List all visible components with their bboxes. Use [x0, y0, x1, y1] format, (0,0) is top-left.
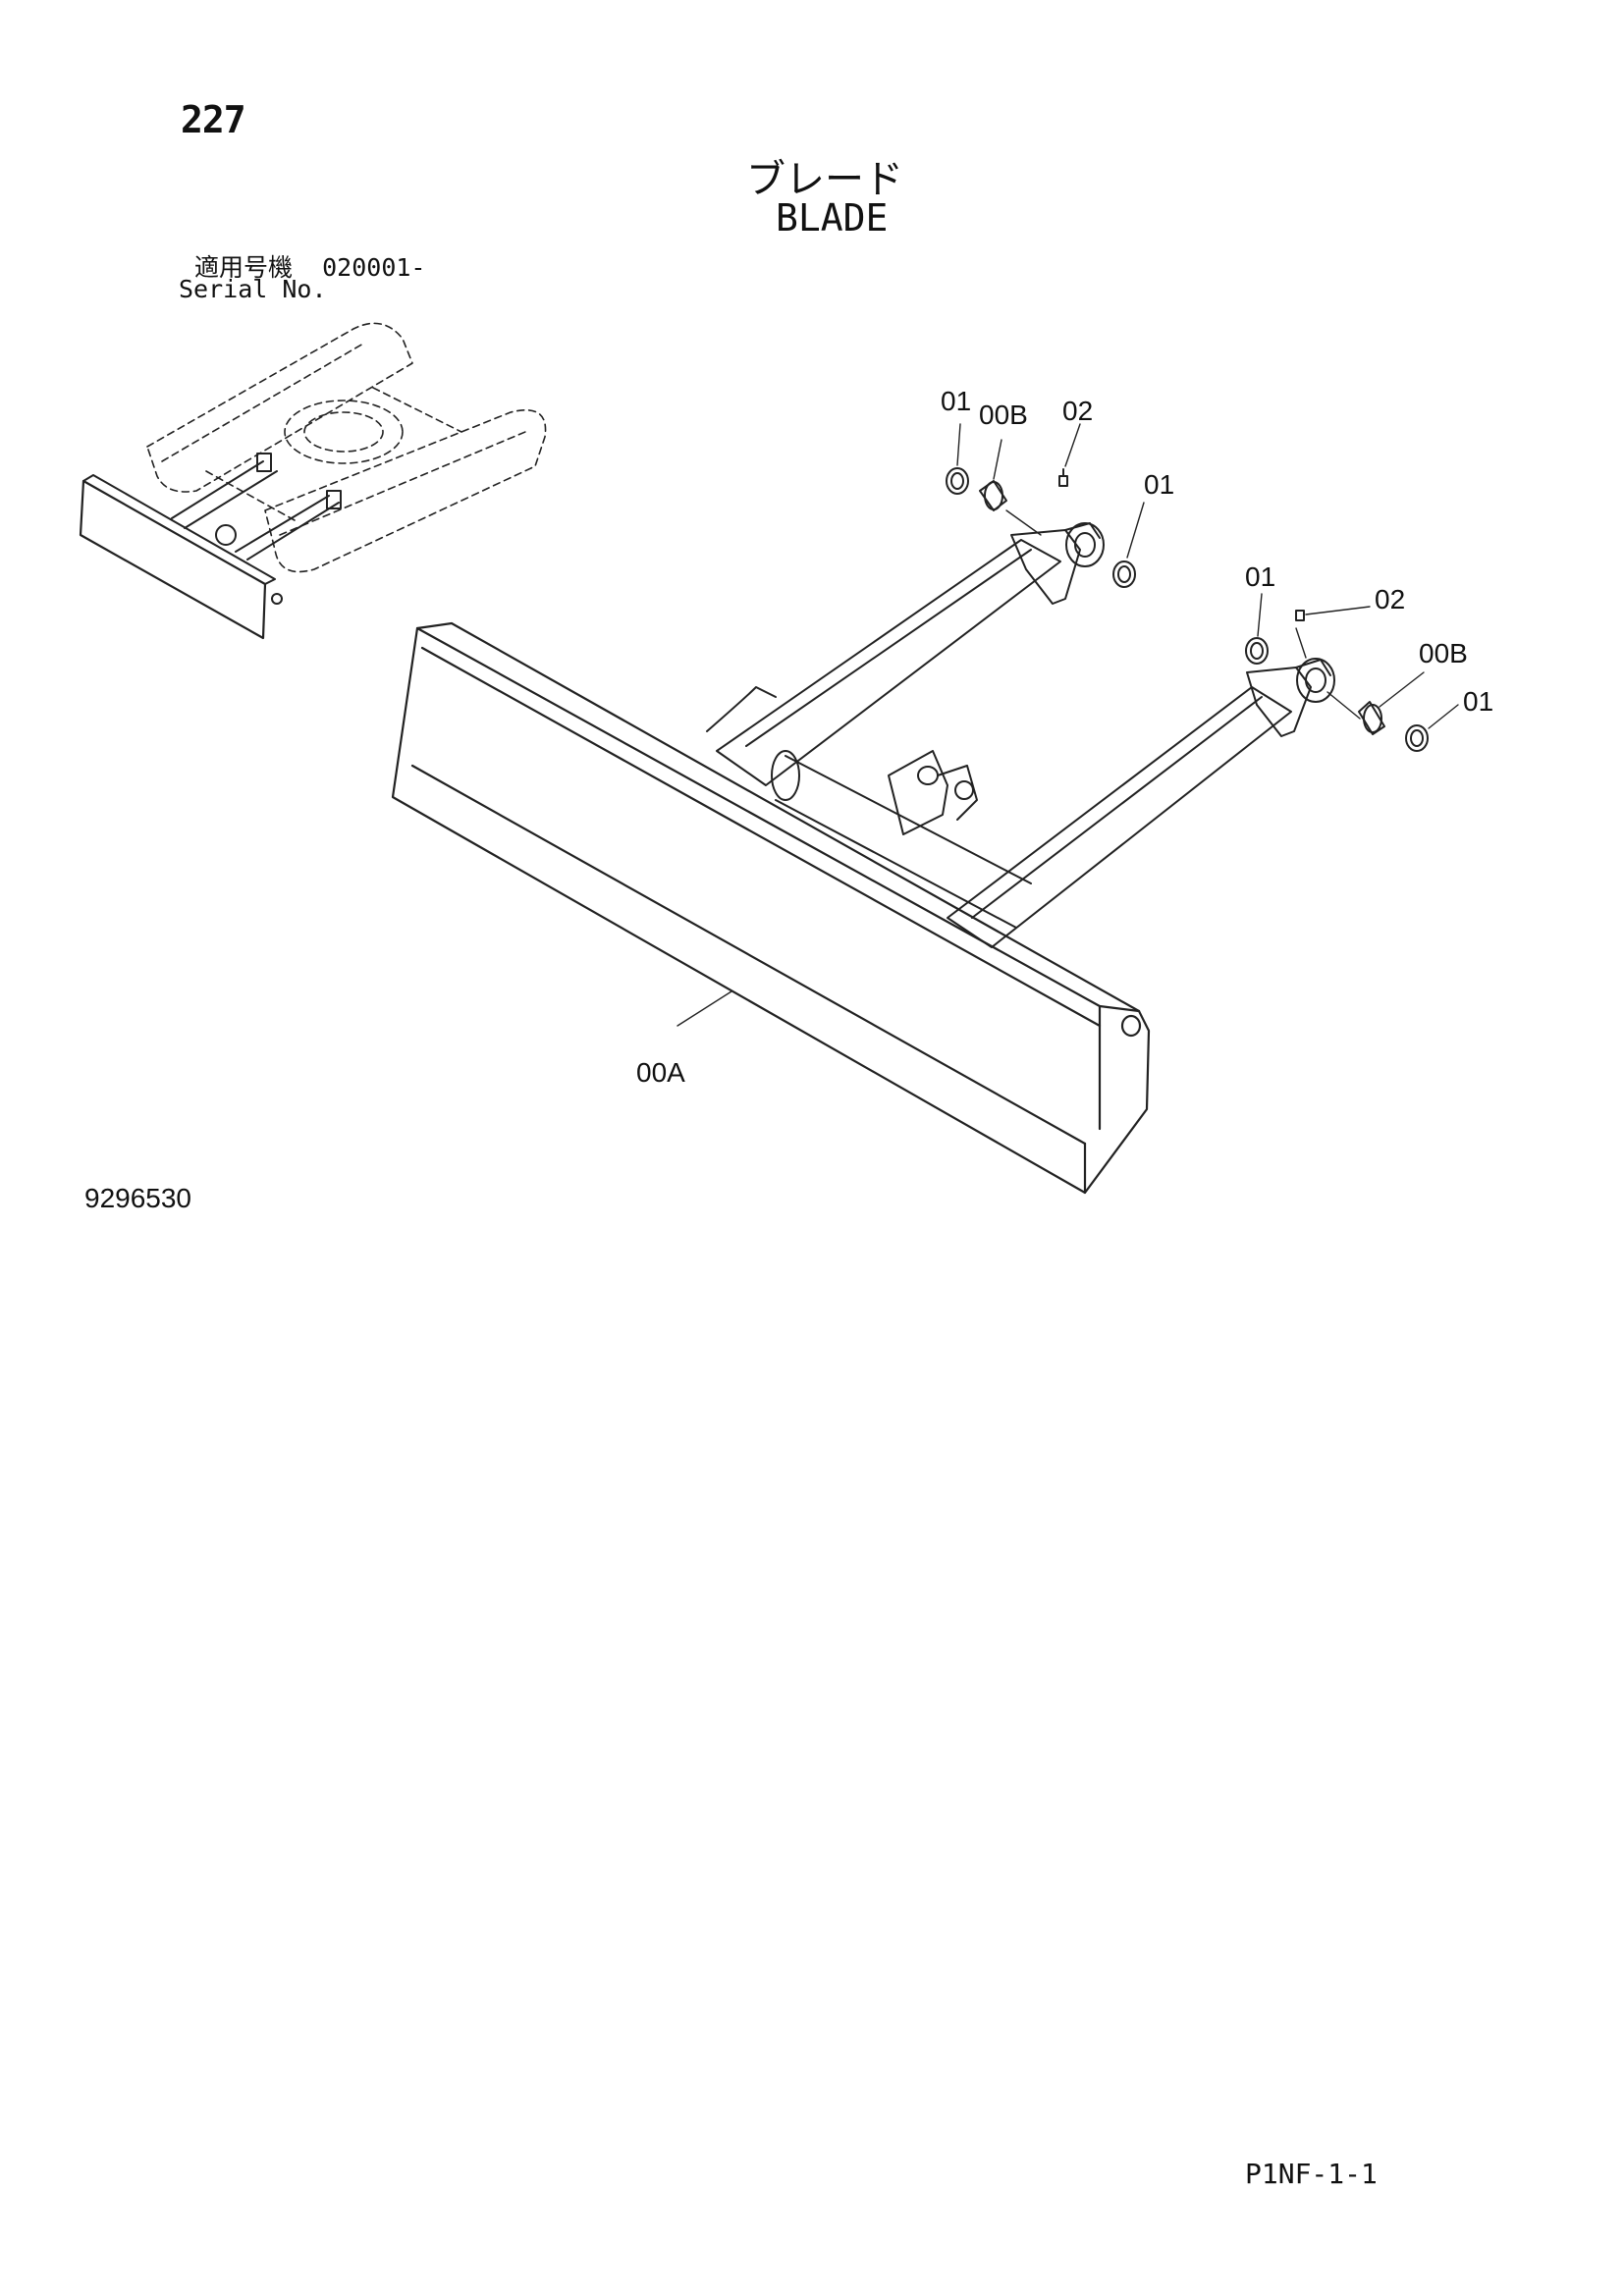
right-arm	[947, 658, 1335, 948]
page-number: 227	[181, 98, 246, 141]
page-code: P1NF-1-1	[1245, 2158, 1378, 2190]
callout-01-b: 01	[1144, 469, 1174, 500]
callout-01-d: 01	[1463, 686, 1493, 717]
callout-01-a: 01	[941, 386, 971, 416]
callout-00A: 00A	[636, 1057, 685, 1088]
callout-00B-a: 00B	[979, 400, 1028, 430]
left-arm	[706, 522, 1105, 786]
title-english: BLADE	[776, 196, 889, 240]
small-parts	[946, 467, 1429, 752]
cross-tube	[771, 750, 1032, 929]
serial-value: 020001-	[322, 253, 426, 282]
callout-02-b: 02	[1375, 584, 1405, 614]
serial-label-en: Serial No.	[179, 275, 327, 303]
blade-body	[391, 621, 1151, 1195]
title-japanese: ブレード	[746, 157, 903, 202]
serial-applicability: 適用号機 020001-	[194, 248, 425, 284]
callout-01-c: 01	[1245, 561, 1275, 592]
callout-labels: 01 00B 02 01 01 02 00B 01 00A	[636, 386, 1493, 1088]
leader-lines	[677, 423, 1459, 1027]
callout-00B-b: 00B	[1419, 638, 1468, 668]
serial-label-jp: 適用号機	[194, 253, 294, 282]
callout-02-a: 02	[1062, 396, 1093, 426]
overview-inset	[79, 322, 547, 640]
drawing-number: 9296530	[84, 1183, 192, 1213]
